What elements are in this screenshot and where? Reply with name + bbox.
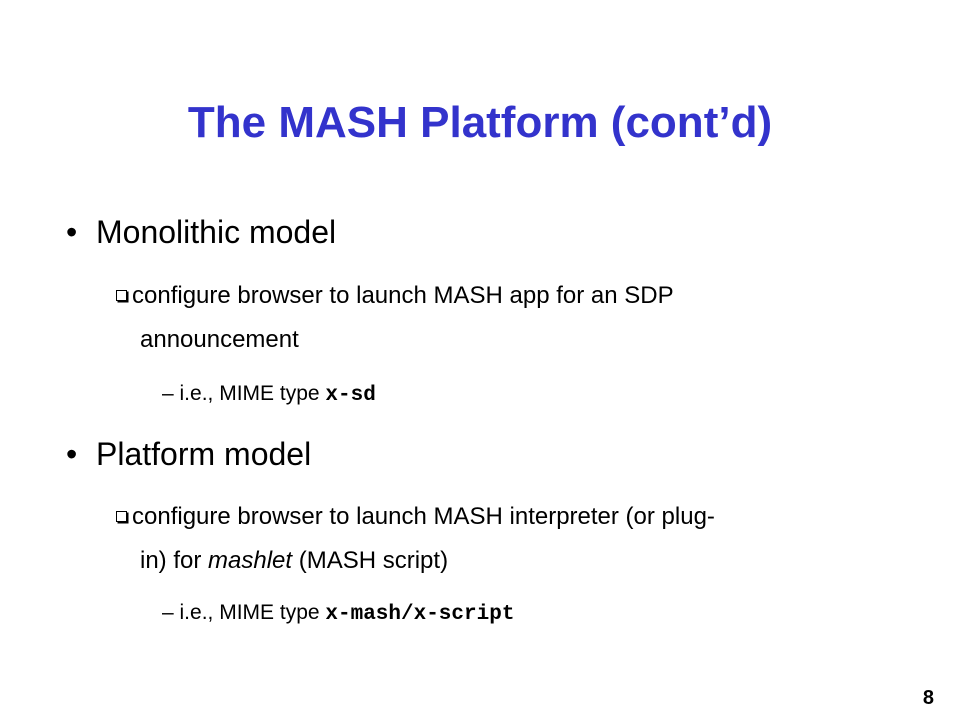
subsub-prefix: – i.e., MIME type xyxy=(162,601,326,624)
bullet-monolithic-model: • Monolithic model xyxy=(66,214,336,251)
sub-item-line2-rest: (MASH script) xyxy=(292,547,449,574)
sub-item-line2: announcement xyxy=(140,326,299,353)
checkbox-bullet-icon xyxy=(116,511,127,522)
subsub-item-platform: – i.e., MIME type x-mash/x-script xyxy=(162,601,514,626)
sub-item-line1: configure browser to launch MASH interpr… xyxy=(132,503,715,530)
sub-item-platform: configure browser to launch MASH interpr… xyxy=(116,495,916,583)
bullet-label: Platform model xyxy=(96,436,312,472)
sub-item-line2: in) for mashlet (MASH script) xyxy=(116,539,916,583)
page-number: 8 xyxy=(922,687,934,709)
mime-type-code: x-sd xyxy=(325,384,376,407)
sub-item-line1: configure browser to launch MASH app for… xyxy=(132,282,674,309)
checkbox-bullet-icon xyxy=(116,290,127,301)
bullet-dot: • xyxy=(66,436,78,472)
bullet-platform-model: • Platform model xyxy=(66,436,311,473)
sub-item-monolithic: configure browser to launch MASH app for… xyxy=(116,274,916,362)
subsub-prefix: – i.e., MIME type xyxy=(162,382,326,405)
subsub-item-monolithic: – i.e., MIME type x-sd xyxy=(162,382,376,407)
bullet-dot: • xyxy=(66,214,78,250)
bullet-label: Monolithic model xyxy=(96,214,337,250)
slide-title: The MASH Platform (cont’d) xyxy=(187,98,773,147)
mime-type-code: x-mash/x-script xyxy=(325,603,515,626)
sub-item-line2-text: in) for xyxy=(140,547,209,574)
mashlet-term: mashlet xyxy=(208,547,293,574)
